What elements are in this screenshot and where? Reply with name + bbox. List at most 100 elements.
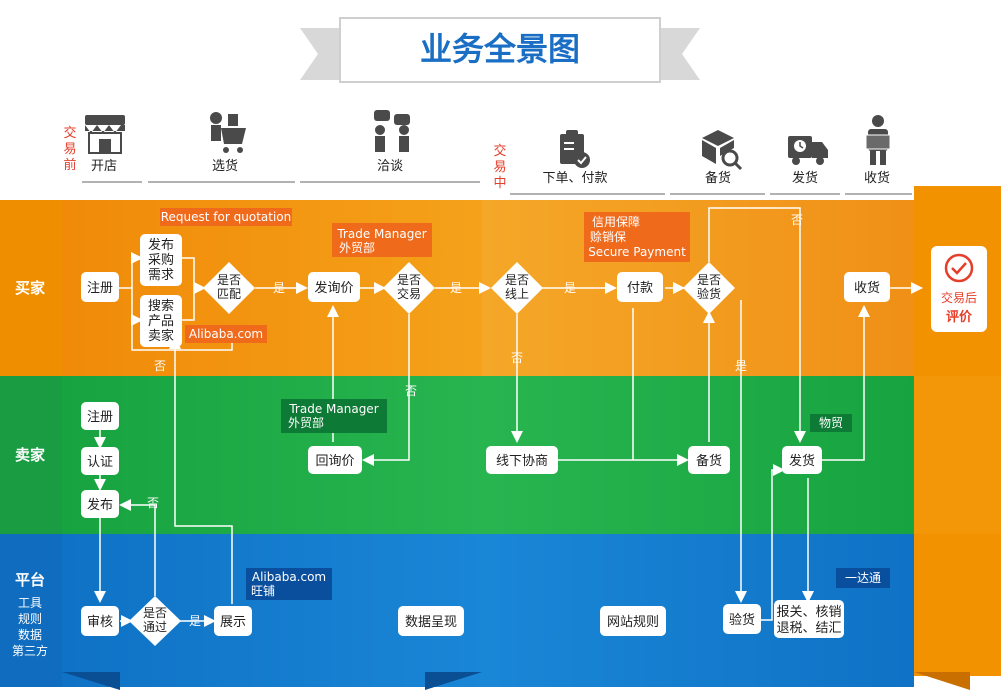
svg-text:回询价: 回询价 xyxy=(315,454,354,469)
node-inspect: 是否 验货 xyxy=(683,262,735,314)
svg-text:退税、结汇: 退税、结汇 xyxy=(776,621,841,636)
callout-yidatong: 一达通 xyxy=(836,568,890,588)
svg-text:是否: 是否 xyxy=(397,273,421,287)
node-online: 是否 线上 xyxy=(491,262,543,314)
step-prepare: 备货 xyxy=(705,170,731,186)
svg-text:Alibaba.com: Alibaba.com xyxy=(189,327,263,341)
after-trade-label: 交易后 xyxy=(941,290,977,305)
svg-text:卖家: 卖家 xyxy=(148,328,174,344)
svg-text:Trade Manager: Trade Manager xyxy=(336,227,426,241)
svg-text:否: 否 xyxy=(511,351,523,365)
svg-text:信用保障: 信用保障 xyxy=(592,214,640,229)
svg-text:是: 是 xyxy=(735,359,747,373)
node-trade: 是否 交易 xyxy=(383,262,435,314)
svg-text:否: 否 xyxy=(154,359,166,373)
svg-text:报关、核销: 报关、核销 xyxy=(776,605,841,620)
phase-before: 交 易 前 xyxy=(63,125,76,173)
node-reply-inquiry: 回询价 xyxy=(308,446,362,474)
node-search-seller: 搜索 产品 卖家 xyxy=(140,295,182,347)
node-certify: 认证 xyxy=(81,447,119,475)
svg-text:认证: 认证 xyxy=(87,455,113,470)
after-trade-box: 交易后 评价 xyxy=(931,246,987,332)
svg-text:产品: 产品 xyxy=(148,314,174,329)
people-talk-icon xyxy=(374,110,410,152)
lane-seller: 卖家 xyxy=(15,446,45,464)
svg-text:是否: 是否 xyxy=(697,273,721,287)
svg-text:否: 否 xyxy=(405,384,417,398)
svg-text:付款: 付款 xyxy=(627,281,653,296)
svg-text:交: 交 xyxy=(493,143,506,159)
step-headers: 交 易 前 交 易 中 开店 选货 xyxy=(63,110,912,195)
node-pass: 是否 通过 xyxy=(129,596,181,646)
node-display: 展示 xyxy=(214,606,252,636)
step-order-pay: 下单、付款 xyxy=(542,171,607,186)
connectors xyxy=(94,207,923,627)
svg-text:采购: 采购 xyxy=(148,252,174,268)
nodes: 注册 发布 采购 需求 搜索 产品 卖家 是否 匹配 发询价 是否 交易 xyxy=(81,234,890,646)
lane-platform: 平台 xyxy=(15,571,45,589)
svg-text:Trade Manager: Trade Manager xyxy=(288,402,378,416)
clipboard-check-icon xyxy=(560,130,590,168)
svg-text:需求: 需求 xyxy=(148,268,174,283)
svg-text:否: 否 xyxy=(791,213,803,227)
node-site-rules: 网站规则 xyxy=(600,606,666,636)
node-pay: 付款 xyxy=(617,272,663,302)
svg-text:旺铺: 旺铺 xyxy=(251,584,275,598)
node-offline: 线下协商 xyxy=(486,446,558,474)
lane-platform-sub-1: 工具 xyxy=(18,596,42,610)
after-review-label: 评价 xyxy=(946,310,973,325)
svg-text:外贸部: 外贸部 xyxy=(288,415,324,430)
svg-text:赊销保: 赊销保 xyxy=(590,230,626,244)
check-circle-icon xyxy=(944,253,974,283)
svg-text:验货: 验货 xyxy=(697,286,721,301)
svg-text:Secure Payment: Secure Payment xyxy=(588,245,686,259)
step-receive: 收货 xyxy=(864,170,890,186)
svg-text:审核: 审核 xyxy=(87,615,113,630)
svg-text:Alibaba.com: Alibaba.com xyxy=(252,570,326,584)
svg-text:否: 否 xyxy=(147,496,159,510)
svg-text:是: 是 xyxy=(564,281,576,295)
page-title: 业务全景图 xyxy=(420,30,580,68)
callout-rfq: Request for quotation xyxy=(160,208,292,226)
svg-text:物贸: 物贸 xyxy=(819,416,843,430)
node-customs: 报关、核销 退税、结汇 xyxy=(774,600,844,638)
node-seller-ship: 发货 xyxy=(782,446,822,474)
lane-platform-sub-3: 数据 xyxy=(18,627,42,642)
shop-icon xyxy=(85,115,125,154)
cart-icon xyxy=(210,112,246,153)
step-negotiate: 洽谈 xyxy=(377,159,403,174)
step-ship: 发货 xyxy=(792,170,818,186)
box-search-icon xyxy=(702,130,743,171)
lane-labels: 买家 卖家 平台 工具 规则 数据 第三方 xyxy=(12,279,48,658)
node-publish-rfq: 发布 采购 需求 xyxy=(140,234,182,286)
svg-text:搜索: 搜索 xyxy=(148,299,174,314)
callout-secure: 信用保障 赊销保 Secure Payment xyxy=(584,212,690,262)
svg-text:发布: 发布 xyxy=(87,497,113,513)
svg-text:收货: 收货 xyxy=(854,280,880,296)
svg-text:网站规则: 网站规则 xyxy=(607,615,659,630)
node-seller-register: 注册 xyxy=(81,402,119,430)
svg-text:是: 是 xyxy=(273,281,285,295)
callout-tm-buyer: Trade Manager 外贸部 xyxy=(332,223,432,257)
svg-text:交: 交 xyxy=(63,125,76,141)
node-send-inquiry: 发询价 xyxy=(308,272,360,302)
svg-text:是: 是 xyxy=(189,614,201,628)
callout-tm-seller: Trade Manager 外贸部 xyxy=(281,399,387,433)
svg-text:发布: 发布 xyxy=(148,237,174,253)
node-platform-inspect: 验货 xyxy=(723,604,761,634)
phase-during: 交 易 中 xyxy=(493,143,506,191)
svg-text:是否: 是否 xyxy=(505,273,529,287)
person-box-icon xyxy=(865,115,891,165)
svg-text:发询价: 发询价 xyxy=(314,280,353,296)
svg-text:Request for quotation: Request for quotation xyxy=(161,210,291,224)
node-buyer-register: 注册 xyxy=(81,272,119,302)
callout-wangpu: Alibaba.com 旺铺 xyxy=(246,568,332,600)
svg-text:一达通: 一达通 xyxy=(845,571,881,585)
callout-logistics: 物贸 xyxy=(810,414,852,432)
svg-text:展示: 展示 xyxy=(220,615,246,630)
svg-text:发货: 发货 xyxy=(789,453,815,469)
callout-alibaba: Alibaba.com xyxy=(185,325,267,343)
title-banner: 业务全景图 xyxy=(300,17,700,83)
flow-labels: 是 是 是 否 否 否 否 是 否 是 xyxy=(147,213,803,628)
svg-text:匹配: 匹配 xyxy=(217,287,241,301)
